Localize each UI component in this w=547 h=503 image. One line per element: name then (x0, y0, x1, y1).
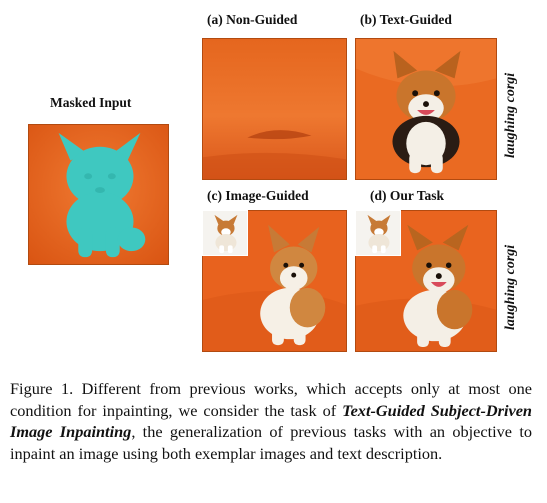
panel-b-image (355, 38, 497, 180)
caption-prefix: Figure 1. (10, 379, 74, 398)
caption-text-1: Different from previous works, which acc… (10, 379, 532, 420)
masked-input-image (28, 124, 169, 265)
panel-d-label: (d) Our Task (370, 188, 445, 203)
panel-d-image (355, 210, 497, 352)
side-label-bottom: laughing corgi (503, 244, 518, 330)
caption-text-2: , the generalization of previous tasks w… (10, 422, 532, 463)
figure-caption: Figure 1. Different from previous works,… (10, 378, 532, 464)
panel-c-image (202, 210, 347, 352)
panel-a-label: (a) Non-Guided (207, 12, 298, 27)
panel-c-label: (c) Image-Guided (207, 188, 309, 203)
panel-b-label: (b) Text-Guided (360, 12, 452, 27)
panel-c-exemplar-inset (202, 210, 248, 256)
masked-input-label: Masked Input (50, 95, 132, 110)
panel-a-image (202, 38, 347, 180)
panel-d-exemplar-inset (355, 210, 401, 256)
caption-emphasis: Text-Guided Subject-Driven Image Inpaint… (10, 400, 532, 442)
side-label-top: laughing corgi (503, 72, 518, 158)
